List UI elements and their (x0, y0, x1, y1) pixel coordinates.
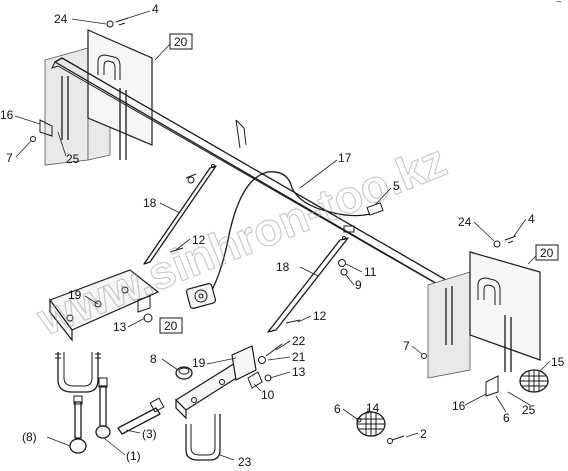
callout-3-paren: (3) (142, 427, 157, 441)
leader-lines (14, 10, 551, 461)
callout-4: 4 (152, 2, 159, 16)
callout-12: 12 (192, 233, 206, 247)
callout-20-right-box (535, 244, 559, 261)
reflector-right (519, 369, 549, 393)
electrical-socket (185, 283, 217, 309)
callout-12-right: 12 (313, 309, 327, 323)
watermark: www.sinhron-too.kz (29, 134, 453, 346)
callout-17: 17 (338, 151, 352, 165)
callout-19-center: 19 (192, 356, 206, 370)
callout-16-right: 16 (452, 399, 466, 413)
callout-6: 6 (503, 411, 510, 425)
wiring-harness (211, 119, 384, 291)
callout-24: 24 (54, 12, 68, 26)
left-mudflap-assembly (30, 17, 153, 166)
callout-8-paren: (8) (22, 430, 37, 444)
corner-mark: ~ (556, 0, 562, 8)
callout-10: 10 (261, 388, 275, 402)
callout-2: 2 (420, 427, 427, 441)
center-hitch-plate (175, 343, 283, 420)
callout-5: 5 (393, 179, 400, 193)
reflector-center (356, 411, 405, 444)
right-mudflap-assembly (421, 235, 541, 397)
callout-6-center: 6 (334, 402, 341, 416)
callout-24-right: 24 (458, 215, 472, 229)
callout-20-socket-box (159, 317, 183, 334)
callout-4-right: 4 (528, 212, 535, 226)
callout-7: 7 (6, 151, 13, 165)
callout-18-right: 18 (276, 260, 290, 274)
callout-7-right: 7 (403, 339, 410, 353)
callout-14: 14 (366, 401, 380, 415)
callout-16: 16 (0, 108, 14, 122)
callout-20-box (169, 33, 193, 50)
callout-1-paren: (1) (126, 449, 141, 463)
callout-25: 25 (66, 152, 80, 166)
callout-15: 15 (551, 355, 565, 369)
callout-23: 23 (238, 455, 252, 469)
callout-20-socket: 20 (164, 319, 178, 333)
callout-20: 20 (174, 35, 188, 49)
callout-20-right: 20 (540, 246, 554, 260)
callout-8: 8 (150, 352, 157, 366)
callout-21: 21 (292, 350, 306, 364)
callout-11: 11 (364, 265, 377, 279)
left-hitch-plate (49, 269, 160, 342)
callout-9: 9 (355, 278, 362, 292)
callout-13-center: 13 (292, 365, 306, 379)
callout-25-right: 25 (522, 403, 536, 417)
right-drawbar (267, 236, 349, 333)
callout-13: 13 (113, 320, 127, 334)
bolt-set (69, 377, 165, 454)
callout-22: 22 (292, 334, 306, 348)
left-u-bolt (55, 352, 101, 393)
callout-18: 18 (143, 196, 157, 210)
callout-19: 19 (68, 288, 82, 302)
center-u-bolt (185, 414, 221, 461)
